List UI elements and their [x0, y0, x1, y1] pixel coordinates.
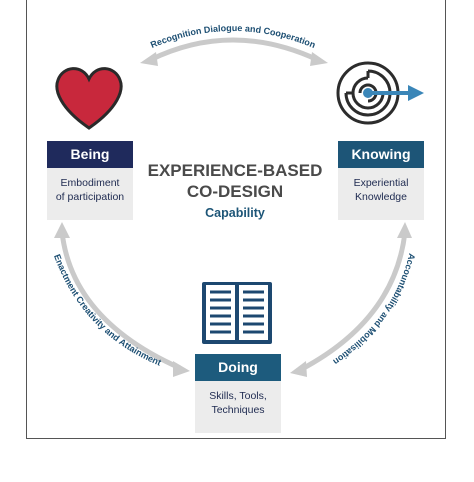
top-arc-label: Recognition Dialogue and Cooperation — [149, 23, 317, 50]
right-arc-arrowhead-bottom — [290, 361, 307, 377]
knowing-desc-line-1: Experiential — [353, 177, 409, 189]
top-arc-arrowhead-right — [310, 52, 328, 66]
target-arrow-icon — [363, 85, 424, 101]
being-desc-line-1: Embodiment — [60, 177, 120, 189]
knowing-desc-line-2: Knowledge — [355, 191, 407, 203]
doing-box: Doing Skills, Tools, Techniques — [195, 354, 281, 433]
left-arc-arrowhead-top — [54, 222, 70, 238]
open-book-icon — [202, 282, 272, 344]
top-arc-arrow — [148, 37, 320, 63]
knowing-box: Knowing Experiential Knowledge — [338, 141, 424, 220]
right-arc-arrow — [298, 231, 408, 373]
doing-desc-line-1: Skills, Tools, — [209, 390, 267, 402]
diagram-title: EXPERIENCE-BASED CO-DESIGN — [140, 160, 330, 202]
top-arc-arrowhead-left — [140, 52, 158, 66]
doing-description: Skills, Tools, Techniques — [195, 381, 281, 433]
doing-label: Doing — [195, 354, 281, 381]
knowing-label: Knowing — [338, 141, 424, 168]
being-description: Embodiment of participation — [47, 168, 133, 220]
being-desc-line-2: of participation — [55, 191, 125, 203]
doing-desc-line-2: Techniques — [211, 404, 265, 416]
title-line-2: CO-DESIGN — [186, 182, 284, 201]
title-line-1: EXPERIENCE-BASED — [147, 161, 323, 180]
being-label: Being — [47, 141, 133, 168]
left-arc-arrow — [59, 231, 182, 371]
knowing-description: Experiential Knowledge — [338, 168, 424, 220]
left-arc-arrowhead-bottom — [173, 361, 190, 377]
diagram-subtitle: Capability — [205, 206, 265, 220]
being-box: Being Embodiment of participation — [47, 141, 133, 220]
right-arc-arrowhead-top — [397, 222, 412, 238]
heart-icon — [55, 67, 123, 130]
